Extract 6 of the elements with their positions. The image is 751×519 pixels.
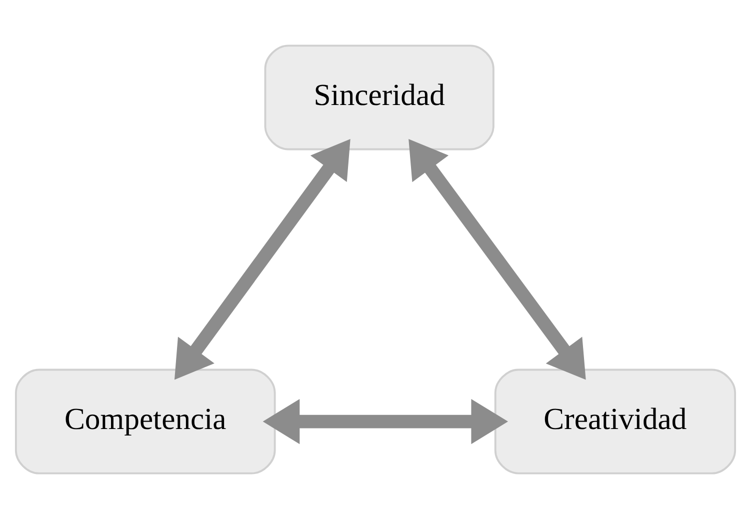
node-box: Creatividad [494,368,736,474]
arrow [174,139,350,380]
node-box: Competencia [14,368,276,474]
arrow [408,139,586,380]
arrow [262,399,508,444]
node-box: Sinceridad [264,44,494,150]
